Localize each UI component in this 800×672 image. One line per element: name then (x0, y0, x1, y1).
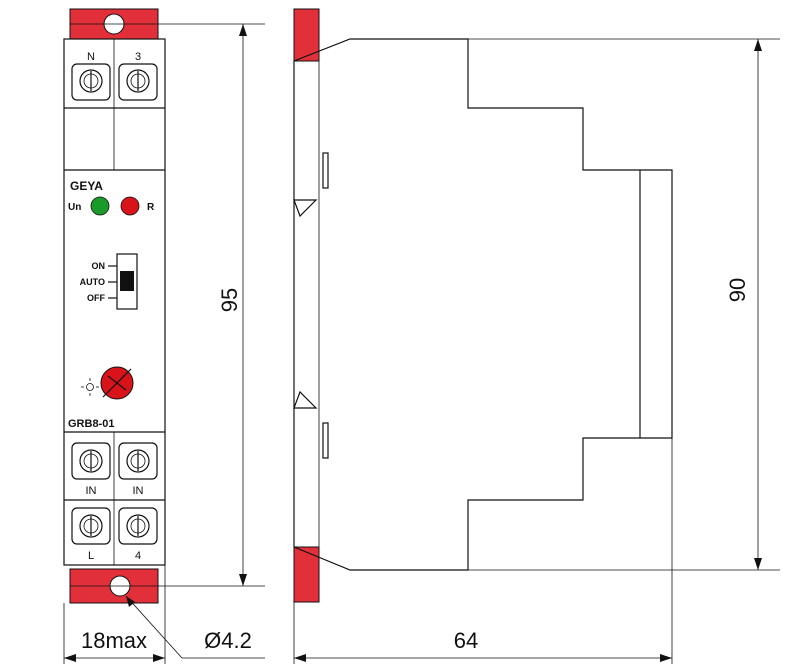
mode-switch (108, 253, 138, 310)
dimension-height-90: 90 (725, 278, 750, 302)
front-dimensions: 95 18max Ø4.2 (63, 23, 265, 664)
led-red (120, 196, 140, 216)
switch-label-auto: AUTO (80, 277, 105, 287)
indicator-label-un: Un (68, 202, 81, 213)
dimension-hole-diameter: Ø4.2 (204, 628, 252, 653)
brand-logo: GEYA (70, 179, 103, 193)
dimension-depth-64: 64 (454, 628, 478, 653)
sensitivity-knob (100, 366, 134, 400)
side-dimensions: 90 64 (293, 38, 780, 664)
terminal-label-l: L (88, 550, 94, 562)
dimension-height-95: 95 (217, 288, 242, 312)
front-body-outline (63, 38, 166, 566)
terminal-screw-l (71, 507, 111, 545)
moon-icon (147, 380, 154, 393)
terminal-screw-4 (118, 507, 158, 545)
led-green (90, 196, 110, 216)
terminal-label-in-left: IN (86, 485, 97, 497)
terminal-screw-in-right (118, 442, 158, 480)
terminal-label-n: N (87, 51, 95, 63)
dimension-width-18max: 18max (81, 628, 147, 653)
sun-icon (81, 378, 99, 396)
switch-label-off: OFF (87, 293, 105, 303)
side-view (293, 8, 673, 603)
terminal-screw-n (71, 63, 111, 101)
top-din-clip (69, 8, 160, 40)
bottom-din-clip (69, 568, 160, 604)
front-view: N 3 GEYA Un R ON AUTO OFF G (63, 8, 166, 604)
switch-label-on: ON (92, 261, 106, 271)
indicator-label-r: R (147, 202, 155, 213)
side-profile-outline (293, 38, 673, 571)
terminal-screw-in-left (71, 442, 111, 480)
terminal-label-4: 4 (135, 550, 141, 562)
terminal-screw-3 (118, 63, 158, 101)
terminal-label-in-right: IN (133, 485, 144, 497)
terminal-label-3: 3 (135, 51, 141, 63)
model-label: GRB8-01 (68, 418, 114, 430)
